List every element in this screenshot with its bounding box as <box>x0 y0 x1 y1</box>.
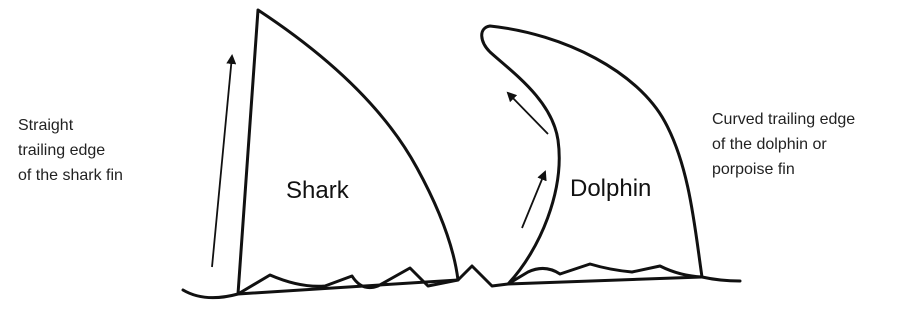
dolphin-curve-arrow-lower <box>522 172 545 228</box>
dolphin-label: Dolphin <box>570 175 651 202</box>
shark-annotation-line-1: Straight <box>18 117 74 134</box>
shark-label: Shark <box>286 177 350 204</box>
dolphin-annotation-line-3: porpoise fin <box>712 161 795 178</box>
shark-trailing-edge-arrow <box>212 56 232 267</box>
dolphin-annotation-line-2: of the dolphin or <box>712 136 827 153</box>
shark-annotation-line-2: trailing edge <box>18 142 105 159</box>
dolphin-fin <box>482 26 702 284</box>
shark-fin <box>238 10 458 294</box>
dolphin-annotation-line-1: Curved trailing edge <box>712 111 855 128</box>
shark-annotation-line-3: of the shark fin <box>18 167 123 184</box>
